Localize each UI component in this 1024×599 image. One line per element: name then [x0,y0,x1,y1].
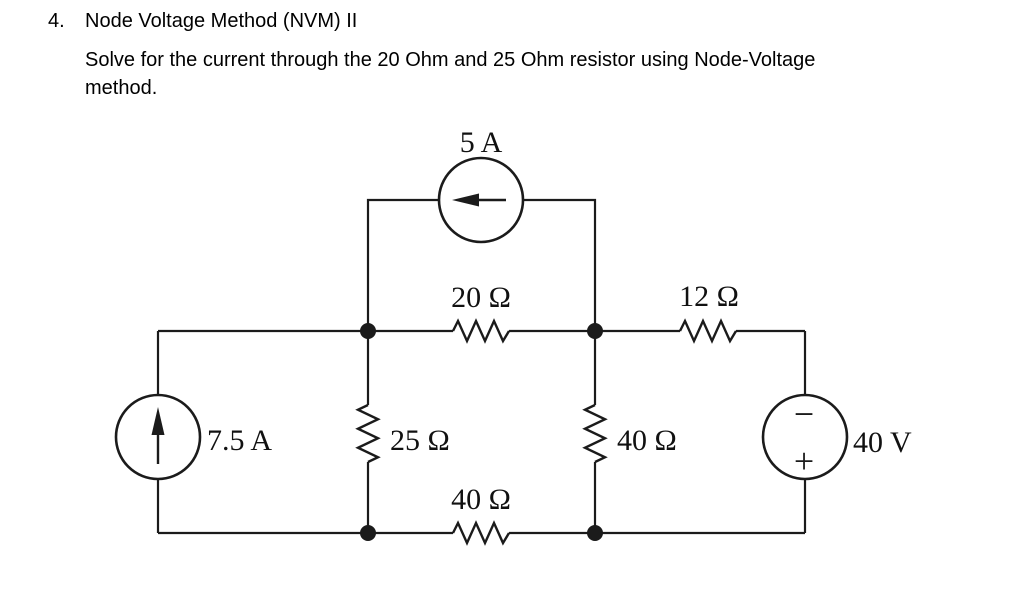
label-current-source-7p5a: 7.5 A [207,424,272,457]
label-resistor-20ohm: 20 Ω [451,281,511,314]
problem-statement-line2: method. [85,77,158,99]
node-dot-top-right [587,323,603,339]
problem-title: Node Voltage Method (NVM) II [85,10,358,32]
wire-top-loop-left [366,198,439,331]
resistor-40ohm-bottom-symbol [451,520,511,546]
wire-top-loop-right [523,198,597,331]
resistor-12ohm-symbol [678,318,738,344]
problem-statement-line1: Solve for the current through the 20 Ohm… [85,49,816,71]
node-dot-bottom-right [587,525,603,541]
label-resistor-40ohm-middle: 40 Ω [617,424,677,457]
resistor-40ohm-middle-symbol [582,403,608,464]
voltage-source-40v-circle [761,393,849,481]
label-voltage-source-40v: 40 V [853,426,912,459]
problem-number: 4. [48,10,65,32]
node-dot-top-left [360,323,376,339]
node-dot-bottom-left [360,525,376,541]
voltage-source-plus-sign: + [794,441,814,481]
voltage-source-minus-sign: − [794,394,814,434]
label-resistor-12ohm: 12 Ω [679,280,739,313]
resistor-25ohm-symbol [355,403,381,464]
resistor-20ohm-symbol [451,318,511,344]
label-current-source-5a: 5 A [460,126,503,159]
label-resistor-25ohm: 25 Ω [390,424,450,457]
current-source-5a-arrow-head [452,193,479,207]
current-source-7p5a-arrow-head [151,407,165,435]
label-resistor-40ohm-bottom: 40 Ω [451,483,511,516]
